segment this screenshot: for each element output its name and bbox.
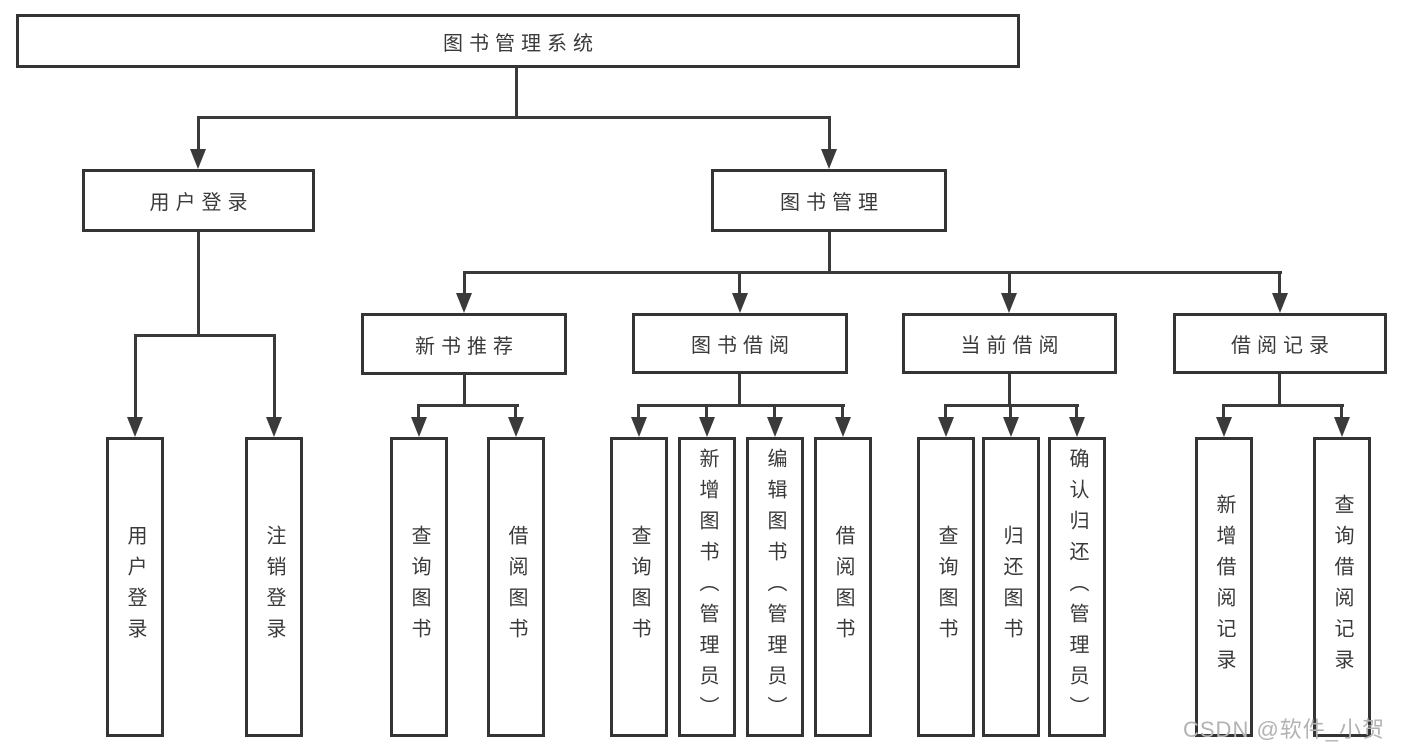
connector-line bbox=[1009, 404, 1012, 419]
connector-arrowhead bbox=[508, 417, 524, 437]
connector-line bbox=[1222, 404, 1225, 419]
connector-line bbox=[463, 271, 1282, 274]
connector-line bbox=[197, 116, 200, 151]
connector-arrowhead bbox=[732, 293, 748, 313]
connector-line bbox=[134, 334, 137, 419]
connector-line bbox=[1008, 374, 1011, 407]
connector-arrowhead bbox=[1069, 417, 1085, 437]
connector-line bbox=[841, 404, 844, 419]
connector-arrowhead bbox=[1003, 417, 1019, 437]
leaf-edit-book-admin: 编辑图书（管理员） bbox=[746, 437, 804, 737]
connector-line bbox=[828, 232, 831, 274]
leaf-query-books-borrowing: 查询图书 bbox=[610, 437, 668, 737]
leaf-user-login: 用户登录 bbox=[106, 437, 164, 737]
connector-arrowhead bbox=[767, 417, 783, 437]
connector-line bbox=[738, 374, 741, 407]
connector-line bbox=[1278, 271, 1281, 295]
node-book-borrowing: 图书借阅 bbox=[632, 313, 848, 374]
connector-arrowhead bbox=[127, 417, 143, 437]
leaf-borrow-books-borrowing: 借阅图书 bbox=[814, 437, 872, 737]
connector-line bbox=[463, 271, 466, 295]
connector-line bbox=[1222, 404, 1344, 407]
node-current-borrowing: 当前借阅 bbox=[902, 313, 1117, 374]
node-user-login: 用户登录 bbox=[82, 169, 315, 232]
connector-arrowhead bbox=[1334, 417, 1350, 437]
connector-line bbox=[944, 404, 947, 419]
node-new-book-recommend: 新书推荐 bbox=[361, 313, 567, 375]
leaf-return-books: 归还图书 bbox=[982, 437, 1040, 737]
leaf-borrow-books-recommend: 借阅图书 bbox=[487, 437, 545, 737]
connector-line bbox=[738, 271, 741, 295]
connector-line bbox=[1340, 404, 1343, 419]
connector-arrowhead bbox=[938, 417, 954, 437]
leaf-add-borrow-record: 新增借阅记录 bbox=[1195, 437, 1253, 737]
connector-arrowhead bbox=[835, 417, 851, 437]
connector-line bbox=[273, 334, 276, 419]
connector-arrowhead bbox=[1001, 293, 1017, 313]
connector-line bbox=[637, 404, 845, 407]
connector-arrowhead bbox=[411, 417, 427, 437]
connector-line bbox=[1075, 404, 1078, 419]
connector-line bbox=[463, 374, 466, 407]
connector-arrowhead bbox=[631, 417, 647, 437]
leaf-add-book-admin: 新增图书（管理员） bbox=[678, 437, 736, 737]
node-borrow-records: 借阅记录 bbox=[1173, 313, 1387, 374]
node-book-management: 图书管理 bbox=[711, 169, 947, 232]
leaf-query-books-current: 查询图书 bbox=[917, 437, 975, 737]
connector-line bbox=[1278, 374, 1281, 407]
connector-line bbox=[514, 404, 517, 419]
connector-line bbox=[197, 232, 200, 336]
connector-arrowhead bbox=[456, 293, 472, 313]
connector-line bbox=[773, 404, 776, 419]
node-library-system: 图书管理系统 bbox=[16, 14, 1020, 68]
connector-arrowhead bbox=[190, 149, 206, 169]
connector-line bbox=[705, 404, 708, 419]
connector-line bbox=[417, 404, 420, 419]
connector-arrowhead bbox=[1216, 417, 1232, 437]
leaf-query-books-recommend: 查询图书 bbox=[390, 437, 448, 737]
connector-arrowhead bbox=[699, 417, 715, 437]
connector-line bbox=[515, 68, 518, 118]
watermark: CSDN @软件_小贺同学 bbox=[1183, 717, 1386, 742]
connector-arrowhead bbox=[821, 149, 837, 169]
leaf-query-borrow-record: 查询借阅记录 bbox=[1313, 437, 1371, 737]
connector-line bbox=[134, 334, 276, 337]
connector-arrowhead bbox=[266, 417, 282, 437]
connector-line bbox=[417, 404, 519, 407]
connector-arrowhead bbox=[1272, 293, 1288, 313]
connector-line bbox=[197, 116, 831, 119]
connector-line bbox=[1008, 271, 1011, 295]
connector-line bbox=[637, 404, 640, 419]
leaf-logout: 注销登录 bbox=[245, 437, 303, 737]
leaf-confirm-return-admin: 确认归还（管理员） bbox=[1048, 437, 1106, 737]
connector-line bbox=[828, 116, 831, 151]
